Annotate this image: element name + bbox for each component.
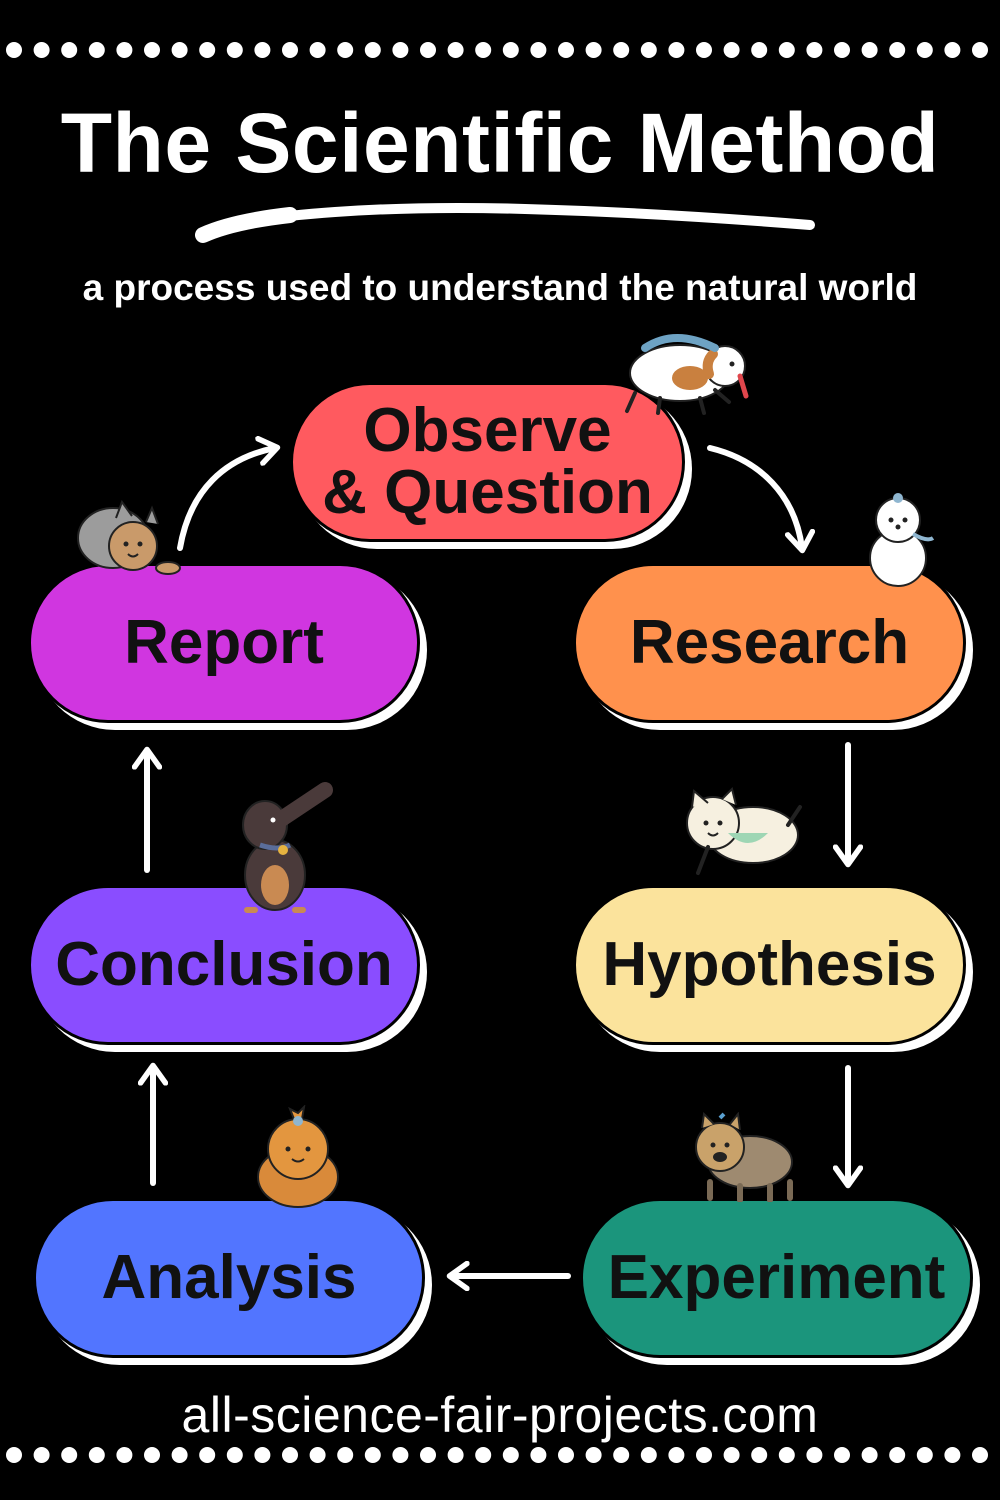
white-puppy-icon bbox=[869, 493, 935, 587]
page-title: The Scientific Method bbox=[60, 96, 940, 190]
step-report: Report bbox=[28, 563, 420, 723]
step-conclusion: Conclusion bbox=[28, 885, 420, 1045]
dotted-border-top bbox=[6, 42, 988, 58]
arrow-report-to-observe bbox=[177, 448, 275, 551]
step-analysis: Analysis bbox=[33, 1198, 425, 1358]
step-label: Observe & Question bbox=[322, 396, 653, 527]
dachshund-icon bbox=[242, 782, 333, 913]
page-subtitle: a process used to understand the natural… bbox=[82, 267, 918, 308]
step-experiment: Experiment bbox=[580, 1198, 973, 1358]
yorkie-dog-icon bbox=[77, 499, 181, 575]
step-label: Research bbox=[629, 608, 910, 677]
bulldog-icon bbox=[686, 787, 802, 875]
footer-website: all-science-fair-projects.com bbox=[181, 1387, 819, 1443]
beagle-dog-icon bbox=[625, 334, 749, 415]
step-label: Report bbox=[124, 608, 324, 677]
step-label: Conclusion bbox=[55, 930, 393, 999]
step-label: Hypothesis bbox=[602, 930, 937, 999]
step-label: Experiment bbox=[607, 1243, 946, 1312]
step-research: Research bbox=[573, 563, 966, 723]
title-underline bbox=[195, 203, 815, 243]
pomeranian-icon bbox=[257, 1105, 339, 1208]
step-hypothesis: Hypothesis bbox=[573, 885, 966, 1045]
yorkshire-terrier-icon bbox=[695, 1112, 793, 1202]
step-label: Analysis bbox=[101, 1243, 357, 1312]
step-observe-question: Observe & Question bbox=[290, 382, 685, 542]
arrow-observe-to-research bbox=[707, 445, 802, 548]
dotted-border-bottom bbox=[6, 1447, 988, 1463]
